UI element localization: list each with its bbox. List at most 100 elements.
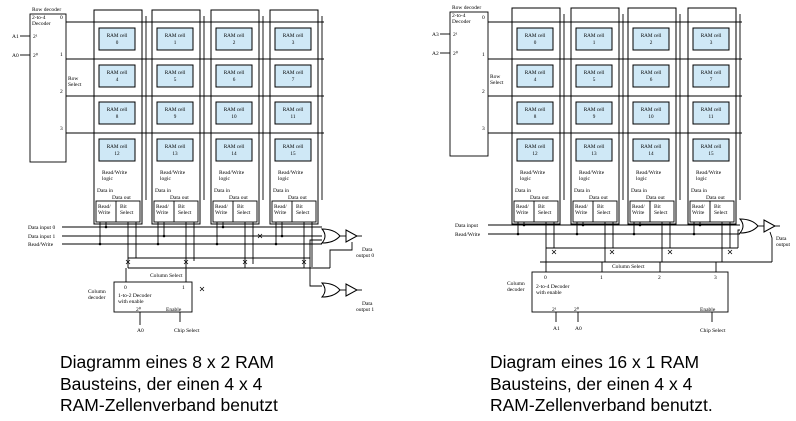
ram-cell: [692, 27, 730, 51]
ram-cell-number: 6: [650, 77, 653, 83]
ram-cell: [156, 101, 194, 125]
ram-cell: [516, 27, 554, 51]
ram-cell: [274, 138, 312, 162]
ram-cell: [516, 101, 554, 125]
row-decoder-title: Row decoder: [452, 5, 481, 11]
ram-cell: [215, 27, 253, 51]
junction-dot: [522, 223, 526, 227]
read-write-logic-label: logic: [102, 176, 114, 182]
ram-cell: [632, 138, 670, 162]
read-write-logic-label: Read/Write: [520, 170, 546, 176]
tristate-buffer: [345, 229, 359, 243]
read-write-logic-label: Read/Write: [160, 170, 186, 176]
data-out-label: Data out: [170, 195, 189, 201]
caption-left-line: RAM-Zellenverband benutzt: [60, 395, 278, 415]
wire: [305, 257, 322, 287]
ram-cell-label: RAM cell: [584, 70, 605, 76]
data-output-label: Data: [362, 247, 373, 253]
ram-cell-number: 14: [231, 151, 237, 157]
caption-right: Diagram eines 16 x 1 RAM Bausteins, der …: [490, 352, 713, 417]
data-in-label: Data in: [214, 188, 230, 194]
read-write-box: [212, 200, 258, 223]
wire: [329, 242, 353, 268]
read-write-label: Write: [632, 210, 645, 216]
read-write-logic-label: Read/Write: [278, 170, 304, 176]
junction-dot: [575, 232, 579, 236]
data-in-label: Data in: [631, 188, 647, 194]
junction-dot: [692, 232, 696, 236]
data-output-label: Data: [776, 236, 787, 242]
ram-cell: [156, 27, 194, 51]
column-frame: [627, 7, 677, 225]
column-frame: [570, 7, 620, 225]
column-number: 1: [600, 275, 603, 281]
ram-cell-number: 9: [593, 114, 596, 120]
wire: [769, 231, 773, 262]
ram-cell: [274, 101, 312, 125]
ram-cell-number: 9: [174, 114, 177, 120]
ram-cell: [98, 27, 136, 51]
power-label: 2⁰: [136, 306, 142, 313]
column-frame: [93, 9, 143, 225]
input-label: Read/Write: [28, 242, 54, 248]
or-gate: [738, 218, 759, 234]
ram-cell: [575, 101, 613, 125]
ram-cell-number: 4: [116, 77, 119, 83]
data-out-label: Data out: [646, 195, 665, 201]
column-number: 0: [124, 285, 127, 291]
address-input-label: A0: [12, 53, 19, 59]
address-input-label: A2: [432, 51, 439, 57]
read-write-logic-label: logic: [579, 176, 591, 182]
data-in-label: Data in: [155, 188, 171, 194]
column-number: 0: [544, 275, 547, 281]
row-decoder-title: 2-to-4: [32, 15, 46, 21]
caption-left-line: Diagramm eines 8 x 2 RAM: [60, 352, 274, 372]
read-write-logic-label: Read/Write: [579, 170, 605, 176]
row-decoder-title: Row decoder: [32, 7, 61, 13]
bit-select-label: Select: [237, 210, 251, 216]
ram-cell-number: 1: [593, 40, 596, 46]
data-out-label: Data out: [589, 195, 608, 201]
ram-cell-label: RAM cell: [107, 107, 128, 113]
data-in-label: Data in: [97, 188, 113, 194]
read-write-logic-label: Read/Write: [102, 170, 128, 176]
crossing-mark: [183, 259, 189, 265]
wire: [737, 229, 740, 248]
chip-select-label: Chip Select: [174, 328, 200, 334]
ram-cell-label: RAM cell: [701, 33, 722, 39]
data-out-label: Data out: [706, 195, 725, 201]
ram-cell: [98, 138, 136, 162]
column-select-label: Column Select: [612, 264, 645, 270]
ram-cell: [215, 64, 253, 88]
junction-dot: [581, 223, 585, 227]
column-decoder-label: decoder: [507, 287, 525, 293]
ram-cell: [575, 64, 613, 88]
read-write-label: Write: [516, 210, 529, 216]
data-out-label: Data out: [530, 195, 549, 201]
row-number: 0: [482, 15, 485, 21]
ram-cell-number: 0: [534, 40, 537, 46]
ram-cell-number: 8: [534, 114, 537, 120]
read-write-logic-label: logic: [520, 176, 532, 182]
row-number: 3: [482, 126, 485, 132]
ram-cell-number: 4: [534, 77, 537, 83]
data-in-label: Data in: [515, 188, 531, 194]
ram-cell: [274, 27, 312, 51]
bit-select-label: Select: [178, 210, 192, 216]
decoder-box-label: 2-to-4 Decoder: [536, 284, 570, 290]
data-output-label: output 1: [356, 307, 374, 313]
read-write-logic-label: logic: [636, 176, 648, 182]
ram-cell-label: RAM cell: [701, 144, 722, 150]
data-in-label: Data in: [574, 188, 590, 194]
ram-cell: [692, 101, 730, 125]
power-label: 2¹: [552, 307, 557, 313]
column-decoder-label: Column: [88, 289, 106, 295]
ram-cell-number: 7: [292, 77, 295, 83]
wire: [305, 239, 322, 259]
input-label: Data input: [455, 223, 479, 229]
row-select-label: Select: [490, 80, 504, 86]
enable-label: Enable: [166, 307, 182, 313]
ram-cell-label: RAM cell: [641, 107, 662, 113]
junction-dot: [280, 234, 284, 238]
